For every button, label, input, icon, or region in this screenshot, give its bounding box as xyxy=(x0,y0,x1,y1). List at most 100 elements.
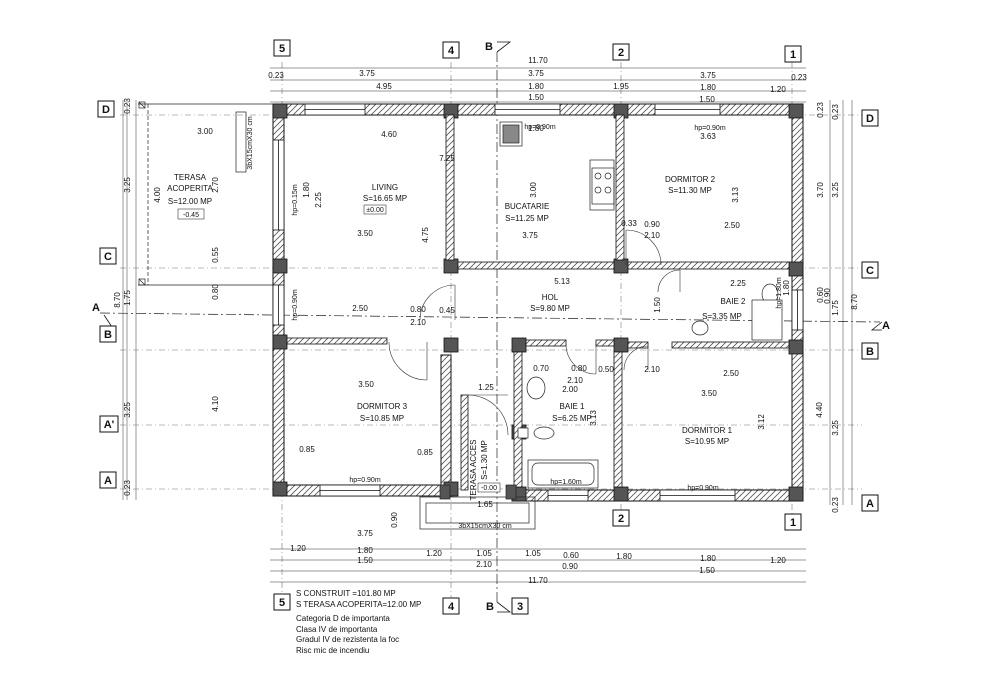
svg-text:B: B xyxy=(486,601,494,613)
horizontal-axis-markers: D C A B A' A D C A B A xyxy=(92,100,890,512)
svg-text:1.80: 1.80 xyxy=(700,83,716,92)
svg-text:3bX15cmX30 cm: 3bX15cmX30 cm xyxy=(458,523,511,530)
dimension-labels-left: 8.70 3.25 1.75 3.25 0.23 0.23 0.80 4.10 xyxy=(113,98,220,496)
svg-text:1.05: 1.05 xyxy=(525,549,541,558)
room-dormitor-3: DORMITOR 3 S=10.85 MP xyxy=(357,402,408,423)
room-terasa-acoperita: TERASA ACOPERITA S=12.00 MP -0.45 xyxy=(167,173,213,220)
svg-text:BAIE 1: BAIE 1 xyxy=(560,402,585,411)
svg-text:0.60: 0.60 xyxy=(563,551,579,560)
svg-text:hp=0.90m: hp=0.90m xyxy=(524,124,555,131)
svg-text:S=10.95 MP: S=10.95 MP xyxy=(685,437,729,446)
svg-text:hp=0.90m: hp=0.90m xyxy=(349,477,380,484)
axis-marker-1-top: 1 xyxy=(784,45,802,63)
svg-text:A: A xyxy=(866,498,874,510)
svg-text:4.60: 4.60 xyxy=(381,130,397,139)
stove-icon xyxy=(591,167,615,205)
svg-text:0.80: 0.80 xyxy=(571,364,587,373)
svg-text:8.70: 8.70 xyxy=(850,294,859,310)
room-baie-1: BAIE 1 S=6.25 MP xyxy=(552,402,592,423)
axis-marker-5-bottom: 5 xyxy=(273,593,291,611)
vertical-axis-markers: 5 4 B 2 1 2 1 5 4 B 3 xyxy=(273,39,802,615)
svg-text:11.70: 11.70 xyxy=(528,56,548,65)
section-lines xyxy=(99,52,881,605)
svg-text:B: B xyxy=(104,329,112,341)
svg-text:2.10: 2.10 xyxy=(410,318,426,327)
svg-text:1.50: 1.50 xyxy=(528,93,544,102)
hp-labels: hp=0.90m hp=0.90m hp=1.80m hp=0.90m hp=0… xyxy=(292,124,783,492)
svg-text:3.00: 3.00 xyxy=(197,127,213,136)
svg-text:0.85: 0.85 xyxy=(299,445,315,454)
svg-text:1.20: 1.20 xyxy=(426,549,442,558)
svg-text:5: 5 xyxy=(279,43,285,55)
svg-text:1.05: 1.05 xyxy=(476,549,492,558)
axis-marker-A-section-left: A xyxy=(92,302,100,314)
svg-text:1.20: 1.20 xyxy=(770,556,786,565)
axis-marker-A-left: A xyxy=(99,471,117,489)
svg-text:3.70: 3.70 xyxy=(816,182,825,198)
svg-text:HOL: HOL xyxy=(542,293,559,302)
svg-text:hp=0.90m: hp=0.90m xyxy=(687,485,718,492)
svg-text:1.50: 1.50 xyxy=(653,297,662,313)
svg-text:8.70: 8.70 xyxy=(113,292,122,308)
svg-text:hp=1.60m: hp=1.60m xyxy=(550,479,581,486)
svg-text:0.90: 0.90 xyxy=(823,288,832,304)
svg-text:0.80: 0.80 xyxy=(410,305,426,314)
axis-marker-D-right: D xyxy=(861,109,879,127)
svg-text:4.00: 4.00 xyxy=(153,187,162,203)
dimension-labels-bottom: 3.75 0.90 1.20 1.80 1.20 1.05 1.05 0.60 … xyxy=(290,512,786,585)
svg-text:TERASA ACCES: TERASA ACCES xyxy=(469,440,478,501)
svg-text:S=1.30 MP: S=1.30 MP xyxy=(480,440,489,480)
note-categoria: Categoria D de importanta xyxy=(296,614,390,623)
svg-text:2.10: 2.10 xyxy=(644,231,660,240)
svg-text:2.10: 2.10 xyxy=(567,376,583,385)
svg-text:LIVING: LIVING xyxy=(372,183,398,192)
svg-text:A': A' xyxy=(104,419,115,431)
svg-text:1.80: 1.80 xyxy=(528,82,544,91)
door-swings xyxy=(388,229,681,436)
svg-text:TERASA: TERASA xyxy=(174,173,207,182)
note-s-construit: S CONSTRUIT =101.80 MP xyxy=(296,589,396,598)
axis-lines xyxy=(120,62,862,600)
column-labels: 3bX15cmX30 cm 3bX15cmX30 cm xyxy=(247,116,512,530)
svg-text:0.55: 0.55 xyxy=(211,247,220,263)
svg-text:1.80: 1.80 xyxy=(782,280,791,296)
svg-text:1.50: 1.50 xyxy=(357,556,373,565)
svg-text:2.25: 2.25 xyxy=(730,279,746,288)
svg-text:S=9.80 MP: S=9.80 MP xyxy=(530,304,570,313)
svg-text:A: A xyxy=(882,320,890,332)
project-notes: S CONSTRUIT =101.80 MP S TERASA ACOPERIT… xyxy=(296,589,421,656)
axis-marker-D-left: D xyxy=(97,100,115,118)
axis-marker-4-top: 4 xyxy=(442,41,460,59)
axis-marker-B-top: B xyxy=(485,41,493,53)
svg-text:2.50: 2.50 xyxy=(352,304,368,313)
svg-text:4.95: 4.95 xyxy=(376,82,392,91)
svg-text:1: 1 xyxy=(790,49,796,61)
room-living: LIVING S=16.65 MP ±0.00 xyxy=(363,183,407,215)
room-dormitor-1: DORMITOR 1 S=10.95 MP xyxy=(682,426,733,446)
svg-text:S=6.25 MP: S=6.25 MP xyxy=(552,414,592,423)
axis-marker-2-top: 2 xyxy=(612,43,630,61)
svg-text:3.75: 3.75 xyxy=(700,71,716,80)
svg-text:1.25: 1.25 xyxy=(478,383,494,392)
svg-text:3.25: 3.25 xyxy=(831,182,840,198)
svg-text:2.50: 2.50 xyxy=(723,369,739,378)
axis-marker-A-right: A xyxy=(861,494,879,512)
svg-text:S=11.30 MP: S=11.30 MP xyxy=(668,186,712,195)
svg-text:BAIE 2: BAIE 2 xyxy=(721,297,746,306)
axis-marker-5-top: 5 xyxy=(273,39,291,57)
svg-text:0.50: 0.50 xyxy=(598,365,614,374)
note-grad: Gradul IV de rezistenta la foc xyxy=(296,635,400,644)
svg-text:BUCATARIE: BUCATARIE xyxy=(505,202,550,211)
svg-text:2.25: 2.25 xyxy=(314,192,323,208)
svg-text:1.50: 1.50 xyxy=(699,95,715,104)
svg-text:3.13: 3.13 xyxy=(589,410,598,426)
toilet-icon xyxy=(533,426,555,440)
svg-text:3.75: 3.75 xyxy=(522,231,538,240)
fixtures xyxy=(499,121,783,489)
svg-text:C: C xyxy=(104,251,112,263)
svg-text:hp=0.15m: hp=0.15m xyxy=(292,184,299,215)
svg-text:hp=0.90m: hp=0.90m xyxy=(694,125,725,132)
svg-text:3.75: 3.75 xyxy=(357,529,373,538)
svg-text:0.60: 0.60 xyxy=(816,287,825,303)
